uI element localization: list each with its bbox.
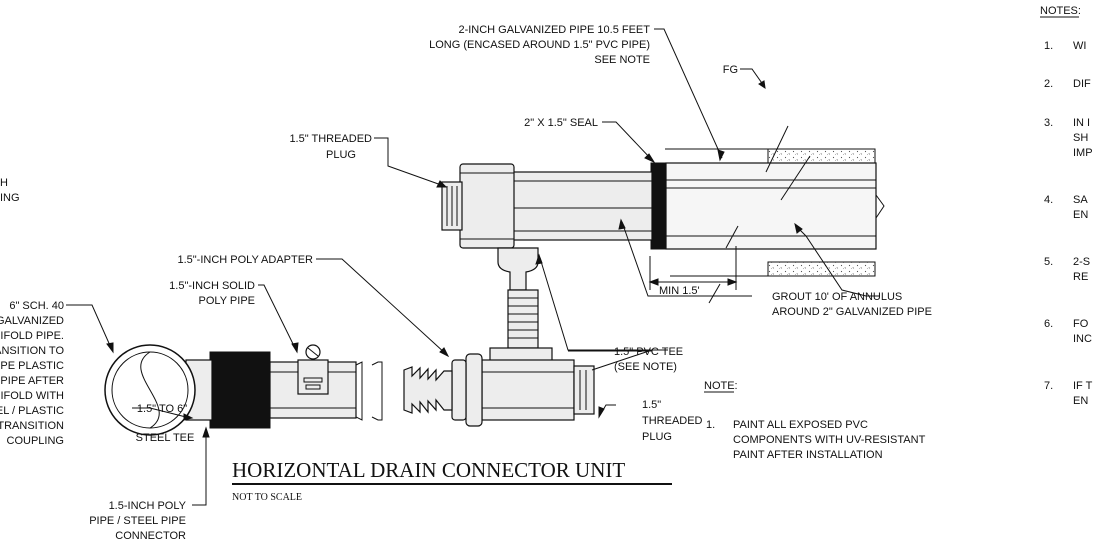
manifold-line-8: STEEL / PLASTIC [0,405,64,417]
connector-label-3: CONNECTOR [115,530,186,542]
note-7-line-2: EN [1073,395,1088,407]
pvc-tee-label-1: 1.5" PVC TEE [614,346,683,358]
pipe-connector-sleeve [209,351,271,429]
scale-note: NOT TO SCALE [232,492,302,503]
upper-tee-hub [459,163,515,249]
solid-poly-label-2: POLY PIPE [199,295,255,307]
inline-note-number: 1. [706,419,715,431]
note-5-number: 5. [1044,256,1053,268]
manifold-line-9: TRANSITION [0,420,64,432]
notes-heading: NOTES: [1040,5,1081,17]
grout-label-2: AROUND 2" GALVANIZED PIPE [772,306,932,318]
note-7-line-1: IF T [1073,380,1093,392]
note-4-line-1: SA [1073,194,1088,206]
note-6-number: 6. [1044,318,1053,330]
note-6-line-2: INC [1073,333,1092,345]
fg-label: FG [723,64,738,76]
steel-tee-label-1: 1.5" TO 6" [137,403,187,415]
manifold-line-1: 6" SCH. 40 [9,300,64,312]
inline-note-line-1: PAINT ALL EXPOSED PVC [733,419,868,431]
upper-assembly [441,125,885,349]
upper-pvc-section [511,171,653,241]
top-plug-label-1: 1.5" THREADED [289,133,372,145]
threaded-nipple [507,289,539,349]
poly-adapter-label: 1.5"-INCH POLY ADAPTER [177,254,313,266]
pipe-break [875,163,885,249]
callout-labels: 2-INCH GALVANIZED PIPE 10.5 FEET LONG (E… [0,24,932,542]
note-2-line-1: DIF [1073,78,1091,90]
pvc-tee-label-2: (SEE NOTE) [614,361,677,373]
adapter-nut-inner [451,359,467,421]
galv-pipe-label-1: 2-INCH GALVANIZED PIPE 10.5 FEET [458,24,650,36]
note-1-line-1: WI [1073,40,1086,52]
grout-label-1: GROUT 10' OF ANNULUS [772,291,902,303]
barbed-adapter [403,366,453,414]
fg-leader-a [765,125,789,173]
top-plug-label-2: PLUG [326,149,356,161]
lower-assembly [104,344,595,436]
note-3-line-3: IMP [1073,147,1093,159]
bottom-plug-label-1: 1.5" [642,399,661,411]
manifold-line-2: GALVANIZED [0,315,64,327]
note-5-line-2: RE [1073,271,1088,283]
manifold-line-3: MANIFOLD PIPE. [0,330,64,342]
manifold-line-5: PE PLASTIC [0,360,64,372]
inline-note-line-2: COMPONENTS WITH UV-RESISTANT [733,434,926,446]
drawing-title: HORIZONTAL DRAIN CONNECTOR UNIT [232,458,625,482]
connector-label-1: 1.5-INCH POLY [109,500,187,512]
note-1-number: 1. [1044,40,1053,52]
note-4-line-2: EN [1073,209,1088,221]
inline-note-heading: NOTE: [704,380,738,392]
note-4-number: 4. [1044,194,1053,206]
note-2-number: 2. [1044,78,1053,90]
leader-lines [66,28,880,506]
note-3-line-1: IN I [1073,117,1090,129]
seal-label: 2" X 1.5" SEAL [524,117,598,129]
bottom-plug-label-2: THREADED [642,415,703,427]
left-fragment-line-1: H [0,177,8,189]
connector-label-2: PIPE / STEEL PIPE [89,515,186,527]
note-7-number: 7. [1044,380,1053,392]
notes-column: NOTES: 1. WI 2. DIF 3. IN I SH IMP 4. SA… [1040,5,1093,407]
note-6-line-1: FO [1073,318,1089,330]
galv-pipe-label-2: LONG (ENCASED AROUND 1.5" PVC PIPE) [429,39,650,51]
solid-poly-label-1: 1.5"-INCH SOLID [169,280,255,292]
note-3-number: 3. [1044,117,1053,129]
pipe-seal [650,162,667,250]
note-3-line-2: SH [1073,132,1088,144]
manifold-line-7: MANIFOLD WITH [0,390,64,402]
steel-tee-label-2: STEEL TEE [136,432,195,444]
tee-stem [497,247,539,291]
note-5-line-1: 2-S [1073,256,1090,268]
grout-band-lower [767,261,876,277]
bottom-plug-label-3: PLUG [642,431,672,443]
pipe-clamp [297,359,329,395]
manifold-line-10: COUPLING [7,435,64,447]
manifold-line-6: PIPE AFTER [0,375,64,387]
inline-note-line-3: PAINT AFTER INSTALLATION [733,449,883,461]
galv-pipe-label-3: SEE NOTE [594,54,650,66]
lower-threaded-plug [573,365,595,415]
inline-note: NOTE: 1. PAINT ALL EXPOSED PVC COMPONENT… [704,380,926,461]
left-fragment-line-2: ING [0,192,20,204]
adapter-nut [465,353,483,427]
manifold-label: 6" SCH. 40 GALVANIZED MANIFOLD PIPE. TRA… [0,300,64,447]
min-dimension-label: MIN 1.5' [659,285,700,297]
manifold-line-4: TRANSITION TO [0,345,64,357]
grout-band-upper [767,148,876,164]
lower-pvc-tee [481,359,575,421]
